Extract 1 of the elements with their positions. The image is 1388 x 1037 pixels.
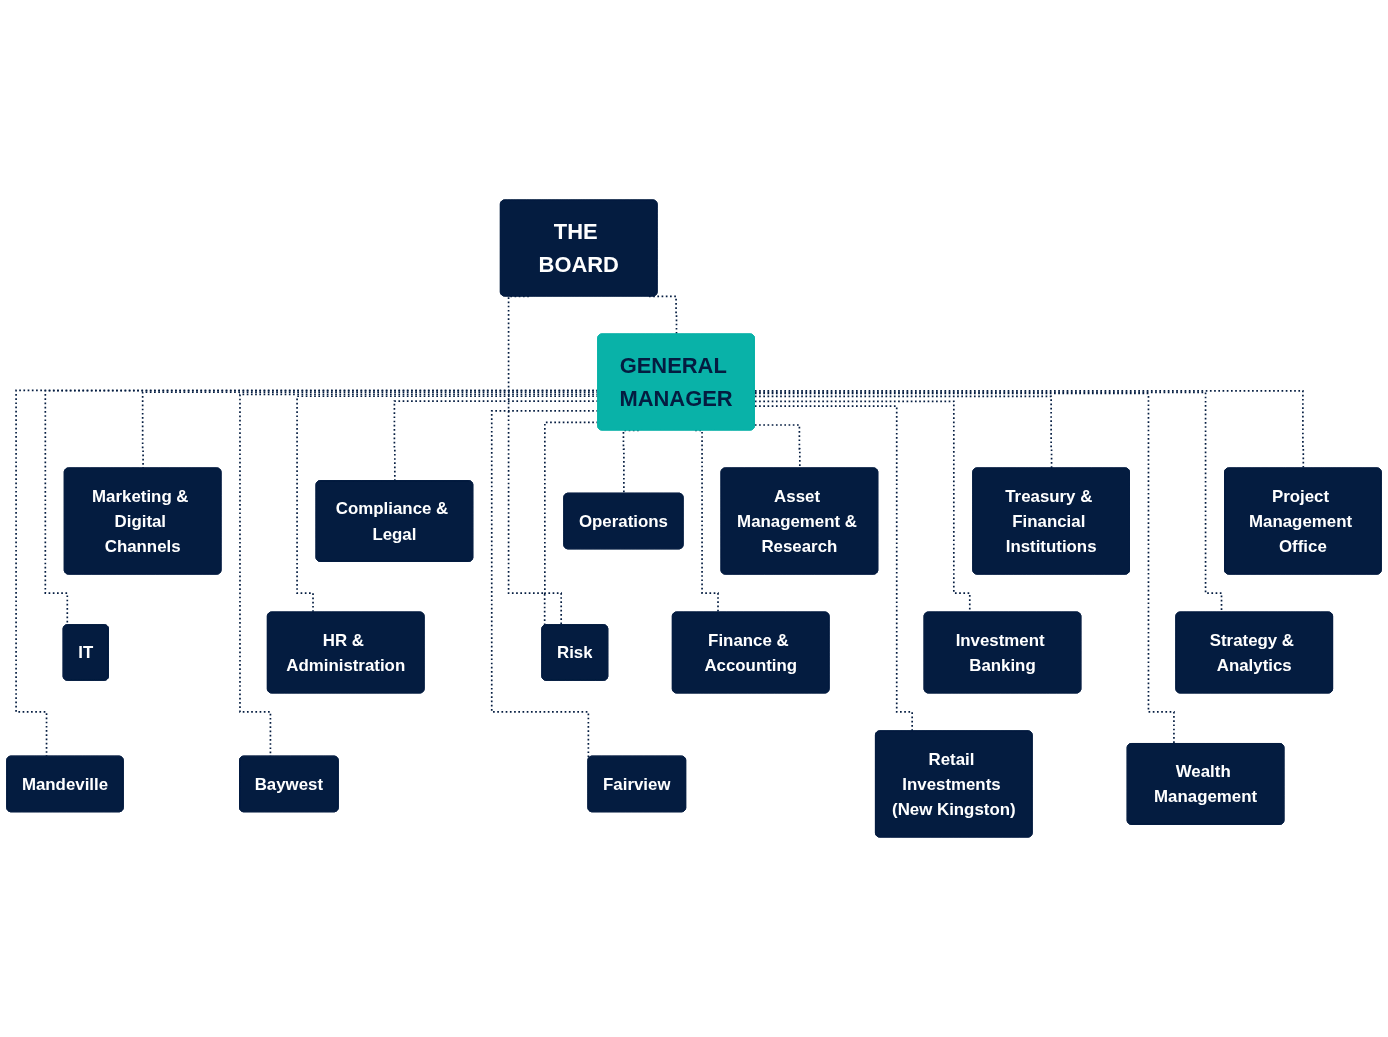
connector — [754, 392, 1175, 745]
